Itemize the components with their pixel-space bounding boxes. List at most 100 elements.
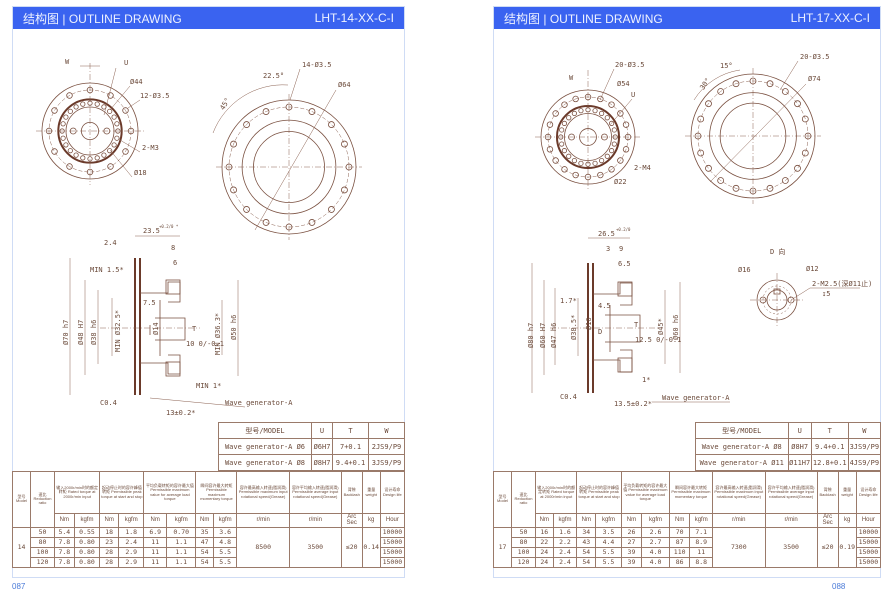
spec-cell: 80	[30, 536, 55, 548]
unit-cell: Nm	[576, 513, 597, 528]
spec-header-cell: 输入2000r/min时的额定转矩 Rated torque at 2000r/…	[53, 471, 101, 514]
spec-cell: 43	[576, 536, 597, 548]
spec-header-cell: 容许平均输入转速(脂润滑) Permissible average input …	[764, 471, 818, 514]
spec-cell: 70	[668, 526, 691, 538]
spec-cell: 2.2	[552, 536, 578, 548]
spec-cell: 7.8	[54, 546, 75, 558]
unit-cell: kgfm	[595, 513, 622, 528]
spec-cell: 0.70	[165, 526, 197, 538]
unit-cell: Nm	[620, 513, 643, 528]
spec-cell: 2.9	[118, 546, 145, 558]
spec-header-cell: 起动停止时的容许峰值转矩 Permissible peak torque at …	[99, 471, 145, 514]
model-header-cell: U	[787, 422, 812, 439]
spec-header-cell: 速比 Reduction ratio	[30, 471, 55, 528]
spec-cell: 5.5	[212, 556, 238, 568]
spec-cell: 80	[511, 536, 536, 548]
design-life-cell: 15000	[379, 546, 406, 558]
spec-cell: 26	[620, 526, 643, 538]
model-cell: Ø8H7	[787, 438, 812, 455]
model-cell: 4JS9/P9	[847, 454, 882, 471]
spec-cell: 0.80	[73, 536, 101, 548]
model-cell: 7+0.1	[332, 438, 370, 455]
unit-cell: r/min	[711, 513, 766, 528]
spec-cell: 2.7	[641, 536, 670, 548]
unit-cell: Hour	[379, 513, 406, 528]
unit-cell: kgfm	[118, 513, 145, 528]
spec-cell-weight: 0.19	[837, 526, 857, 568]
design-life-cell: 15000	[855, 556, 882, 568]
design-life-cell: 15000	[379, 536, 406, 548]
spec-cell: 5.4	[54, 526, 75, 538]
spec-cell: 2.9	[118, 556, 145, 568]
spec-cell-backlash: ≤20	[340, 526, 363, 568]
unit-cell: kgfm	[165, 513, 197, 528]
model-header-cell: U	[310, 422, 334, 439]
page-header: 结构图 | OUTLINE DRAWING LHT-14-XX-C-I	[13, 7, 404, 29]
spec-cell: 3.6	[212, 526, 238, 538]
spec-cell: 18	[99, 526, 120, 538]
spec-cell: 54	[576, 546, 597, 558]
spec-cell: 39	[620, 556, 643, 568]
model-header-cell: W	[847, 422, 882, 439]
unit-cell: r/min	[288, 513, 342, 528]
spec-cell: 1.1	[165, 536, 197, 548]
spec-cell: 0.80	[73, 546, 101, 558]
spec-cell-max-speed: 7300	[711, 526, 766, 568]
unit-cell: Nm	[54, 513, 75, 528]
page-header: 结构图 | OUTLINE DRAWING LHT-17-XX-C-I	[494, 7, 880, 29]
spec-cell: 11	[143, 546, 167, 558]
spec-cell: 0.55	[73, 526, 101, 538]
design-life-cell: 10000	[379, 526, 406, 538]
model-code: LHT-14-XX-C-I	[314, 11, 394, 25]
spec-cell: 35	[195, 526, 214, 538]
unit-cell: kgfm	[689, 513, 713, 528]
spec-cell: 7.8	[54, 556, 75, 568]
model-cell: Ø11H7	[787, 454, 812, 471]
spec-cell: 2.4	[552, 556, 578, 568]
model-code: LHT-17-XX-C-I	[790, 11, 870, 25]
spec-cell: 22	[535, 536, 554, 548]
page-number: 088	[832, 582, 846, 591]
spec-cell: 0.80	[73, 556, 101, 568]
spec-header-cell: 起动停止时的容许峰值转矩 Permissible peak torque at …	[576, 471, 622, 514]
design-life-cell: 10000	[855, 526, 882, 538]
spec-cell: 27	[620, 536, 643, 548]
spec-header-cell: 容许最高输入转速(脂润滑) Permissible maximum input …	[711, 471, 766, 514]
model-cell: 9.4+0.1	[810, 438, 849, 455]
model-cell: 14	[12, 526, 31, 568]
spec-header-cell: 设计寿命 Design life	[855, 471, 882, 514]
spec-cell: 1.8	[118, 526, 145, 538]
title-en: OUTLINE DRAWING	[68, 11, 182, 26]
spec-cell: 11	[689, 546, 713, 558]
unit-cell: kg	[837, 513, 857, 528]
unit-cell: kgfm	[212, 513, 238, 528]
spec-header-cell: 型号 Model	[12, 471, 31, 528]
spec-cell: 28	[99, 556, 120, 568]
spec-cell: 23	[99, 536, 120, 548]
spec-cell: 2.4	[118, 536, 145, 548]
unit-cell: Nm	[143, 513, 167, 528]
model-cell: Ø8H7	[310, 454, 334, 471]
spec-cell: 87	[668, 536, 691, 548]
title-en: OUTLINE DRAWING	[549, 11, 663, 26]
model-cell: 3JS9/P9	[368, 454, 405, 471]
spec-cell: 4.0	[641, 546, 670, 558]
spec-cell: 54	[576, 556, 597, 568]
spec-header-cell: 设计寿命 Design life	[379, 471, 406, 514]
spec-cell: 100	[30, 546, 55, 558]
spec-cell: 6.9	[143, 526, 167, 538]
spec-cell: 2.4	[552, 546, 578, 558]
